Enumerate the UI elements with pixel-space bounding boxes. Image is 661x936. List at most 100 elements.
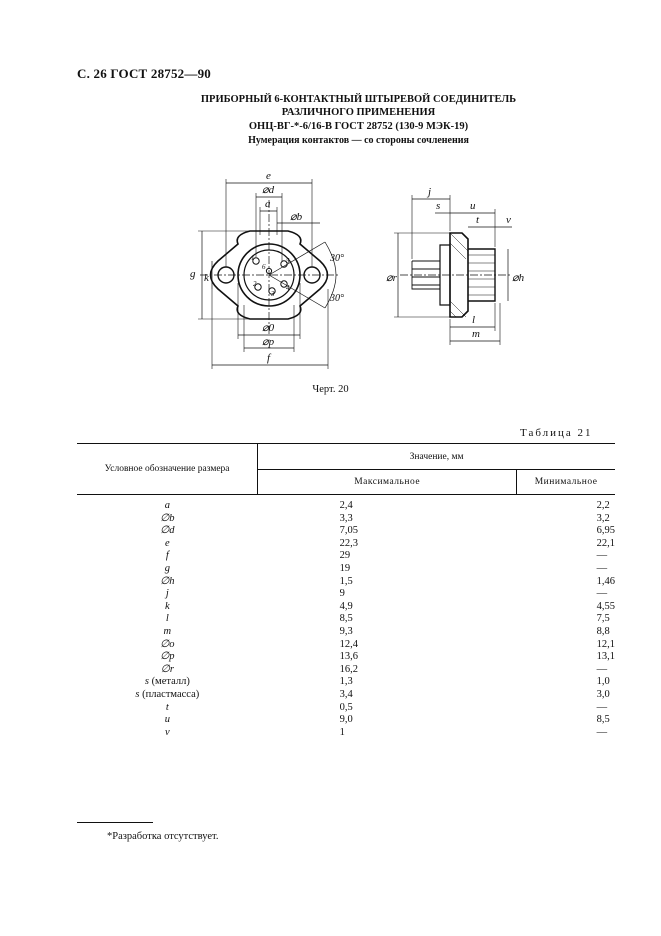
row-symbol: k: [165, 600, 170, 612]
row-max-value: 19: [339, 562, 351, 574]
label-l: l: [472, 314, 475, 326]
row-max-value: 13,6: [339, 651, 359, 663]
row-min-value: 6,95: [596, 525, 615, 537]
label-m: m: [472, 328, 480, 340]
row-min-value: —: [596, 588, 608, 600]
row-max-value: 16,2: [339, 663, 359, 675]
row-designation: ∅r: [77, 664, 258, 677]
row-designation: u: [77, 714, 258, 727]
row-min-value: 1,46: [596, 575, 615, 587]
pin-label-3: 3: [270, 290, 275, 298]
label-angle-2: 30°: [329, 293, 344, 304]
row-designation: ∅o: [77, 639, 258, 652]
row-symbol: a: [164, 500, 170, 511]
row-min-value: —: [596, 550, 608, 562]
label-p: ⌀p: [262, 336, 275, 348]
label-d: ⌀d: [262, 184, 275, 196]
dimensions-table: Условное обозначение размера Значение, м…: [77, 443, 615, 739]
table-row: j 9 —: [77, 588, 615, 601]
row-symbol: f: [165, 550, 169, 562]
row-symbol: ∅r: [160, 663, 174, 675]
row-symbol: t: [165, 701, 169, 713]
label-u: u: [470, 200, 476, 212]
row-min-value: 4,55: [596, 600, 615, 612]
row-max-value: 3,3: [339, 512, 353, 524]
row-symbol: ∅p: [160, 651, 175, 663]
label-v: v: [506, 214, 511, 226]
row-max-value: 9,3: [339, 625, 353, 637]
label-r: ⌀r: [386, 272, 398, 284]
label-f: f: [267, 352, 272, 364]
row-min-value: 3,0: [596, 688, 610, 700]
row-designation: j: [77, 588, 258, 601]
pin-label-5: 5: [286, 257, 290, 265]
pin-4: [280, 280, 288, 288]
row-symbol: u: [164, 714, 170, 726]
row-symbol: l: [165, 613, 169, 625]
row-max-value: 1,5: [339, 575, 353, 587]
row-max-value: 2,4: [339, 500, 353, 511]
row-designation: l: [77, 613, 258, 626]
table-row: k 4,9 4,55: [77, 601, 615, 614]
row-max-value: 0,5: [339, 701, 353, 713]
header-designation: Условное обозначение размера: [77, 443, 258, 495]
row-max-value: 9: [339, 588, 345, 600]
row-min-value: 3,2: [596, 512, 610, 524]
label-angle-1: 30°: [329, 253, 344, 264]
row-max-value: 1,3: [339, 676, 353, 688]
row-designation: k: [77, 601, 258, 614]
row-max-value: 12,4: [339, 638, 359, 650]
table-row: ∅d 7,05 6,95: [77, 525, 615, 538]
row-designation: s (металл): [77, 676, 258, 689]
label-h: ⌀h: [512, 272, 525, 284]
figure-caption: Черт. 20: [312, 384, 349, 395]
header-min: Минимальное: [516, 469, 615, 495]
row-designation: ∅p: [77, 651, 258, 664]
row-symbol: ∅h: [160, 575, 175, 587]
table-label: Таблица 21: [520, 427, 593, 439]
row-designation: ∅d: [77, 525, 258, 538]
row-designation: f: [77, 550, 258, 563]
row-max-value: 4,9: [339, 600, 353, 612]
row-max-value: 7,05: [339, 525, 359, 537]
table-row: ∅h 1,5 1,46: [77, 576, 615, 589]
row-symbol: ∅o: [160, 638, 175, 650]
pin-label-6: 6: [262, 263, 266, 271]
row-min-value: 1,0: [596, 676, 610, 688]
row-min-value: 13,1: [596, 651, 615, 663]
row-designation: v: [77, 727, 258, 740]
row-symbol-note: (пластмасса): [142, 688, 200, 700]
row-symbol: j: [165, 588, 169, 600]
row-min-value: 22,1: [596, 537, 615, 549]
side-pins: [411, 260, 440, 290]
pin-2: [254, 283, 262, 291]
row-symbol: s: [135, 688, 140, 700]
table-row: a 2,4 2,2: [77, 500, 615, 513]
row-designation: g: [77, 563, 258, 576]
pin-label-1: 1: [251, 254, 255, 262]
pin-label-4: 4: [286, 284, 290, 292]
label-k: k: [204, 272, 210, 284]
label-j: j: [426, 186, 431, 198]
label-o: ⌀0: [262, 322, 275, 334]
header-value: Значение, мм: [257, 443, 615, 470]
row-designation: m: [77, 626, 258, 639]
label-e: e: [266, 170, 271, 182]
row-designation: t: [77, 702, 258, 715]
row-symbol: m: [163, 625, 172, 637]
row-min-value: 8,5: [596, 714, 610, 726]
label-a: a: [265, 198, 271, 210]
row-min-value: 2,2: [596, 500, 610, 511]
row-min-value: 7,5: [596, 613, 610, 625]
